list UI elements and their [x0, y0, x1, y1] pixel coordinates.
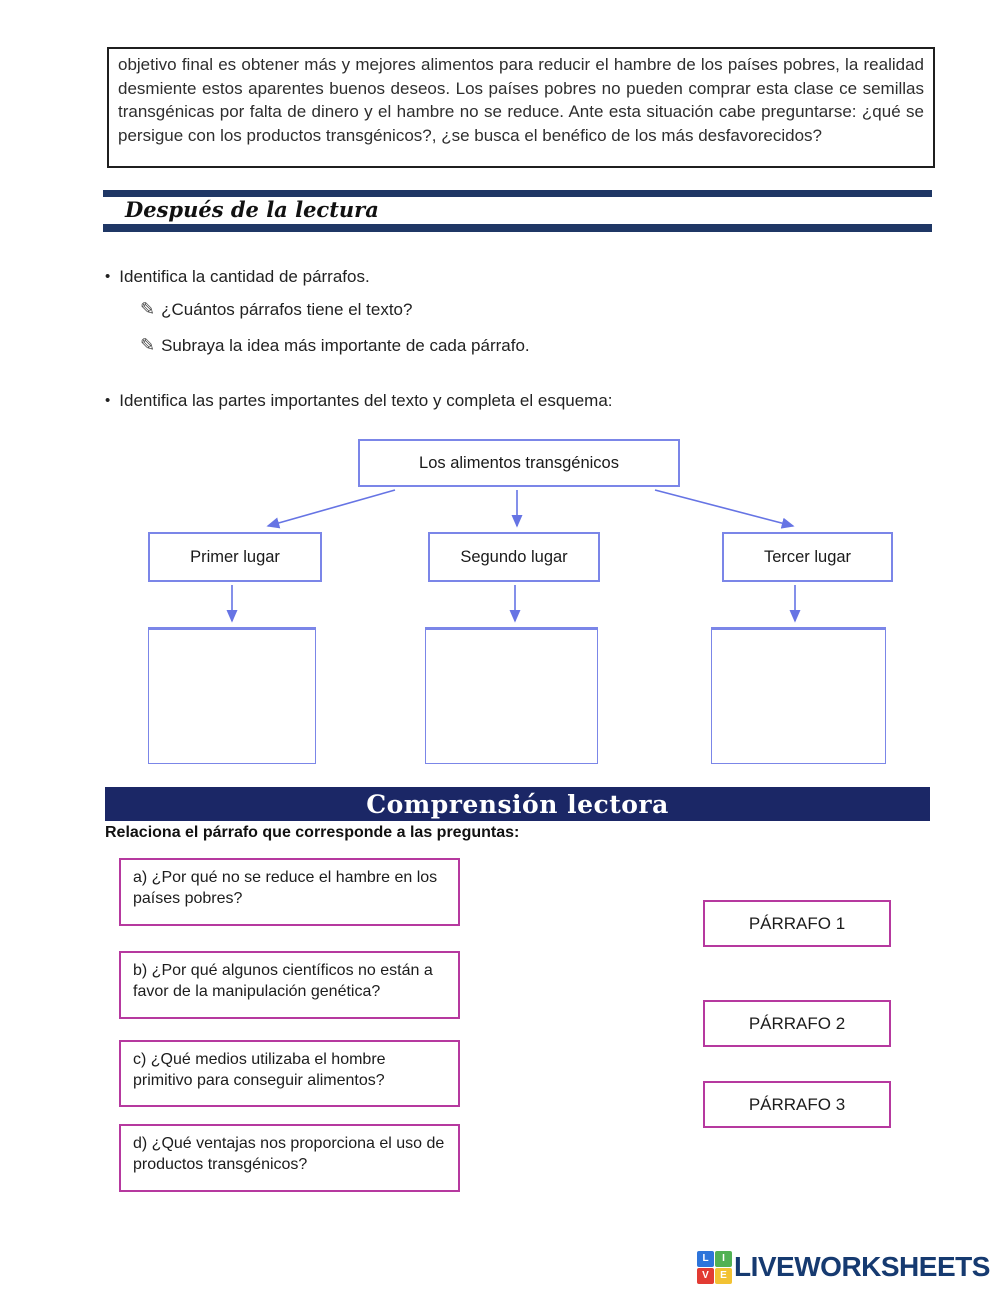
scheme-arrows — [226, 489, 801, 623]
writing-pencil-icon: ✎ — [140, 299, 156, 319]
after-reading-header: Después de la lectura — [103, 190, 932, 232]
scheme-label: Segundo lugar — [460, 547, 568, 566]
scheme-root-box: Los alimentos transgénicos — [358, 439, 680, 487]
question-box-b[interactable]: b) ¿Por qué algunos científicos no están… — [119, 951, 460, 1019]
header-bar-bottom — [103, 224, 932, 232]
question-text: a) ¿Por qué no se reduce el hambre en lo… — [133, 869, 438, 907]
intro-text-box: objetivo final es obtener más y mejores … — [107, 47, 935, 168]
logo-square-e: E — [715, 1267, 732, 1284]
parrafo-box-3[interactable]: PÁRRAFO 3 — [703, 1081, 891, 1128]
scheme-box-tercer-lugar: Tercer lugar — [722, 532, 893, 582]
section-title: Después de la lectura — [125, 197, 379, 222]
question-box-a[interactable]: a) ¿Por qué no se reduce el hambre en lo… — [119, 858, 460, 926]
parrafo-label: PÁRRAFO 3 — [748, 1094, 846, 1114]
intro-text: objetivo final es obtener más y mejores … — [118, 55, 924, 145]
parrafo-label: PÁRRAFO 1 — [748, 913, 846, 933]
parrafo-label: PÁRRAFO 2 — [748, 1013, 846, 1033]
scheme-box-segundo-lugar: Segundo lugar — [428, 532, 600, 582]
parrafo-box-1[interactable]: PÁRRAFO 1 — [703, 900, 891, 947]
sub-item-1: ✎ ¿Cuántos párrafos tiene el texto? — [140, 300, 760, 320]
question-text: c) ¿Qué medios utilizaba el hombre primi… — [133, 1051, 386, 1089]
matching-instruction: Relaciona el párrafo que corresponde a l… — [105, 824, 520, 841]
writing-pencil-icon: ✎ — [140, 335, 156, 355]
question-text: d) ¿Qué ventajas nos proporciona el uso … — [133, 1135, 445, 1173]
bullet-icon: • — [105, 268, 111, 285]
arrow-root-to-left — [266, 489, 396, 529]
liveworksheets-logo[interactable]: L I V E LIVEWORKSHEETS — [697, 1250, 990, 1284]
logo-square-v: V — [697, 1267, 714, 1284]
sub-item-text: ¿Cuántos párrafos tiene el texto? — [161, 300, 413, 319]
bullet-item-2: • Identifica las partes importantes del … — [105, 391, 805, 411]
header-bar-top — [103, 190, 932, 197]
comprehension-banner: Comprensión lectora — [105, 787, 930, 821]
question-text: b) ¿Por qué algunos científicos no están… — [133, 962, 433, 1000]
scheme-diagram: Los alimentos transgénicos Primer lugar … — [0, 430, 1000, 775]
bullet-icon: • — [105, 392, 111, 409]
scheme-answer-box-3[interactable] — [711, 627, 886, 764]
bullet-text: Identifica la cantidad de párrafos. — [119, 267, 370, 286]
liveworksheets-grid-icon: L I V E — [697, 1250, 732, 1284]
scheme-label: Tercer lugar — [763, 547, 852, 566]
scheme-root-label: Los alimentos transgénicos — [419, 453, 619, 472]
logo-square-l: L — [697, 1250, 714, 1267]
scheme-answer-box-2[interactable] — [425, 627, 598, 764]
sub-item-text: Subraya la idea más importante de cada p… — [161, 336, 530, 355]
scheme-box-primer-lugar: Primer lugar — [148, 532, 322, 582]
logo-square-i: I — [715, 1250, 732, 1267]
bullet-item-1: • Identifica la cantidad de párrafos. — [105, 267, 705, 287]
banner-title: Comprensión lectora — [366, 789, 669, 819]
scheme-label: Primer lugar — [190, 547, 280, 566]
question-box-c[interactable]: c) ¿Qué medios utilizaba el hombre primi… — [119, 1040, 460, 1107]
scheme-answer-box-1[interactable] — [148, 627, 316, 764]
question-box-d[interactable]: d) ¿Qué ventajas nos proporciona el uso … — [119, 1124, 460, 1192]
parrafo-box-2[interactable]: PÁRRAFO 2 — [703, 1000, 891, 1047]
arrow-root-to-right — [654, 489, 795, 529]
logo-wordmark: LIVEWORKSHEETS — [734, 1251, 990, 1282]
sub-item-2: ✎ Subraya la idea más importante de cada… — [140, 336, 760, 356]
bullet-text: Identifica las partes importantes del te… — [119, 391, 613, 410]
